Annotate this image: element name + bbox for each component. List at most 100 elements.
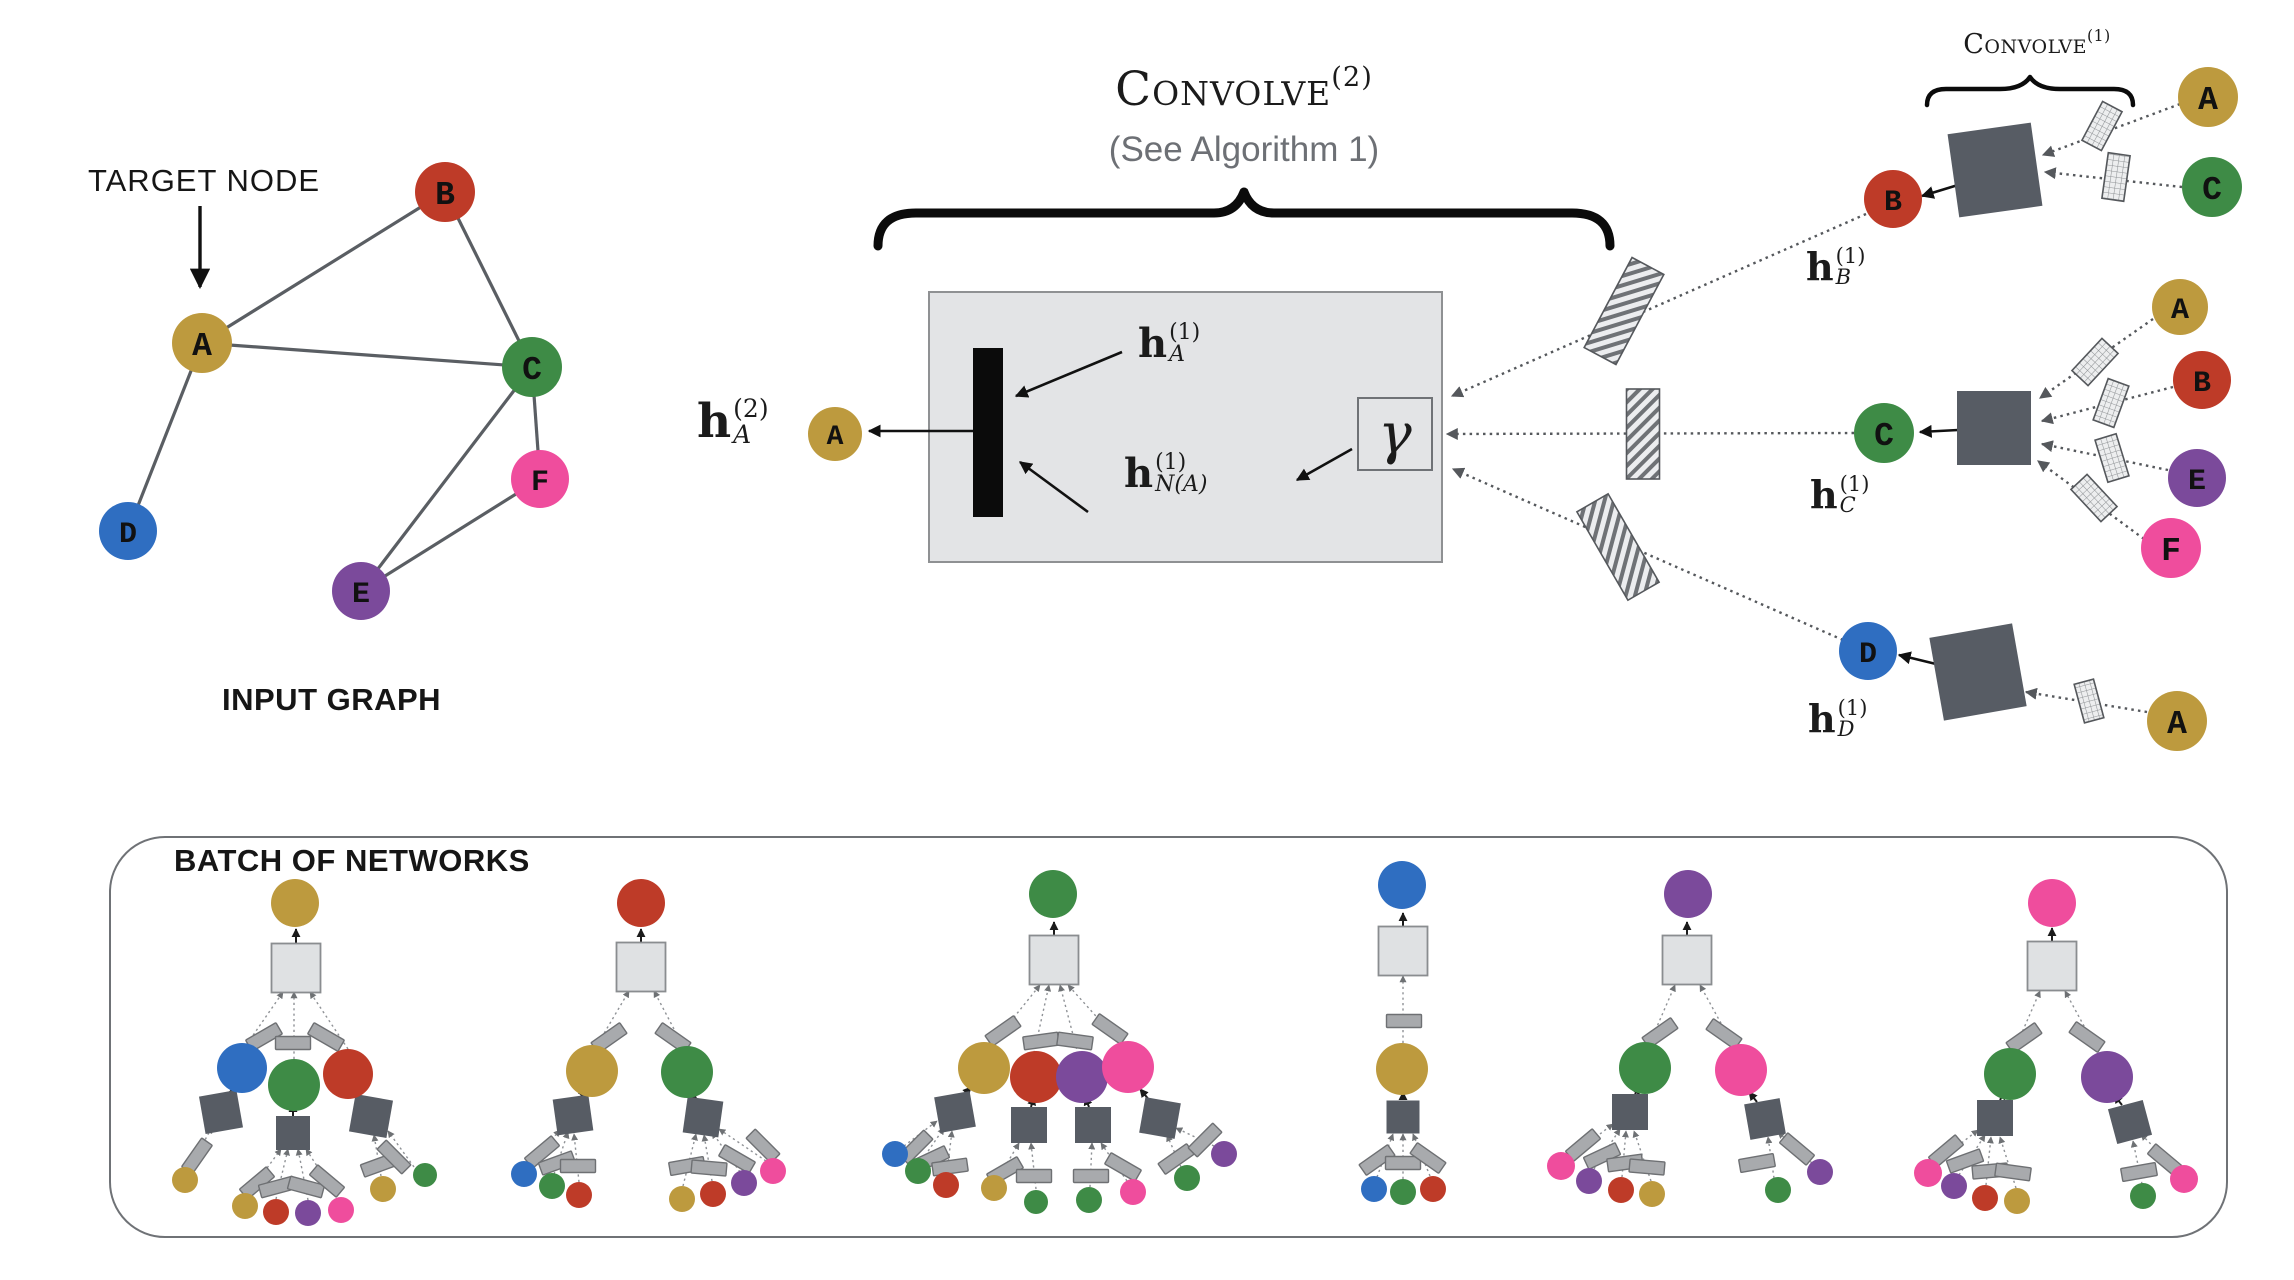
node-gold (2004, 1188, 2030, 1214)
grid-filter (2101, 151, 2131, 203)
aggregator-square (2107, 1099, 2153, 1145)
h-A2-sub: A (733, 419, 752, 449)
sampler-rect (1056, 1031, 1094, 1051)
aggregator-square (1139, 1097, 1181, 1139)
h-D1-sup: (1) (1837, 696, 1868, 720)
curly-brace (1924, 74, 2136, 108)
sampler-rect (1072, 1168, 1110, 1184)
aggregator-square (276, 1116, 310, 1150)
node-C (502, 337, 562, 397)
aggregator-square (1929, 623, 2027, 721)
node-pink (1715, 1044, 1767, 1096)
node-red (700, 1181, 726, 1207)
h-C1-sup: (1) (1839, 472, 1870, 496)
node-F (2141, 518, 2201, 578)
node-pink (760, 1158, 786, 1184)
node-green (1076, 1187, 1102, 1213)
node-purple (1576, 1168, 1602, 1194)
node-gold (172, 1167, 198, 1193)
aggregator-square (348, 1093, 394, 1139)
node-gold (271, 879, 319, 927)
node-label: A (2167, 706, 2187, 743)
target-node-label: TARGET NODE (88, 163, 321, 198)
node-D (1839, 622, 1897, 680)
tree-edge (1958, 1134, 1986, 1176)
sampler-rect (1945, 1148, 1985, 1174)
node-green (539, 1173, 565, 1199)
tree-edge (1621, 1130, 1629, 1178)
convolve1-sup: (1) (2087, 26, 2111, 45)
sampler-rect (1409, 1142, 1447, 1174)
node-gold (1376, 1043, 1428, 1095)
h-A1-sub: A (1169, 342, 1185, 368)
solid-arrow (1918, 424, 1959, 438)
sampler-rect (307, 1022, 345, 1052)
node-D (99, 502, 157, 560)
h-B1-sup: (1) (1835, 244, 1866, 268)
h-NA1-sup: (1) (1155, 450, 1187, 475)
node-label: E (2188, 465, 2206, 499)
grid-filter (2070, 337, 2120, 387)
h-D1-label: h (1) D (1808, 696, 1868, 742)
tree-edge (1593, 1128, 1621, 1170)
sampler-rect (1705, 1018, 1743, 1050)
solid-arrow (1920, 183, 1959, 199)
node-A (2152, 279, 2208, 335)
tree-edge (718, 1128, 767, 1162)
node-gold (566, 1045, 618, 1097)
h-D1-sub: D (1837, 717, 1855, 742)
node-label: A (192, 328, 212, 365)
node-red (1608, 1177, 1634, 1203)
convolve1-base: Convolve (1963, 29, 2088, 60)
gamma-symbol: γ (1378, 401, 1412, 467)
aggregator-square (1977, 1100, 2013, 1136)
sampler-rect (376, 1139, 412, 1175)
h-NA1-label: h (1) N(A) (1124, 450, 1207, 498)
solid-arrow (1295, 447, 1353, 482)
node-green (1024, 1190, 1048, 1214)
node-A (172, 313, 232, 373)
sampler-rect (286, 1175, 326, 1199)
aggregator-square (682, 1096, 724, 1138)
sampler-rect (1015, 1168, 1053, 1184)
node-purple (731, 1170, 757, 1196)
grid-filter (2069, 473, 2119, 523)
node-label: D (1859, 638, 1877, 672)
node-gold (669, 1186, 695, 1212)
concat-square (1377, 925, 1429, 977)
h-A2-sup: (2) (733, 394, 769, 423)
node-label: A (827, 422, 844, 453)
dotted-arrow (2041, 102, 2181, 157)
sampler-rect (2120, 1162, 2158, 1182)
concat-square (1661, 934, 1713, 986)
convolve-box (928, 291, 1443, 563)
dotted-arrow (1450, 212, 1867, 398)
node-purple (1807, 1159, 1833, 1185)
node-gold (981, 1175, 1007, 1201)
aggregator-square (1947, 122, 2043, 218)
node-red (1972, 1185, 1998, 1211)
tree-edge (1765, 1136, 1775, 1179)
node-red (566, 1182, 592, 1208)
node-pink (1547, 1152, 1575, 1180)
graph-edge (126, 342, 204, 532)
sampler-rect (1091, 1013, 1129, 1045)
node-pink (1120, 1179, 1146, 1205)
sampler-rect (1779, 1132, 1815, 1166)
stripe-filter (1583, 256, 1665, 366)
h-NA1-base: h (1124, 450, 1154, 498)
tree-edge (1632, 1130, 1652, 1182)
node-green (1765, 1177, 1791, 1203)
node-A (808, 407, 862, 461)
node-green (1984, 1048, 2036, 1100)
dotted-arrow (2040, 440, 2169, 472)
convolve1-title: Convolve(1) (1887, 26, 2187, 60)
h-B1-base: h (1806, 244, 1834, 290)
curly-brace (873, 187, 1615, 251)
node-B (2173, 351, 2231, 409)
node-green (413, 1163, 437, 1187)
node-label: C (2202, 172, 2222, 209)
sampler-rect (1385, 1013, 1423, 1029)
node-red (1420, 1176, 1446, 1202)
